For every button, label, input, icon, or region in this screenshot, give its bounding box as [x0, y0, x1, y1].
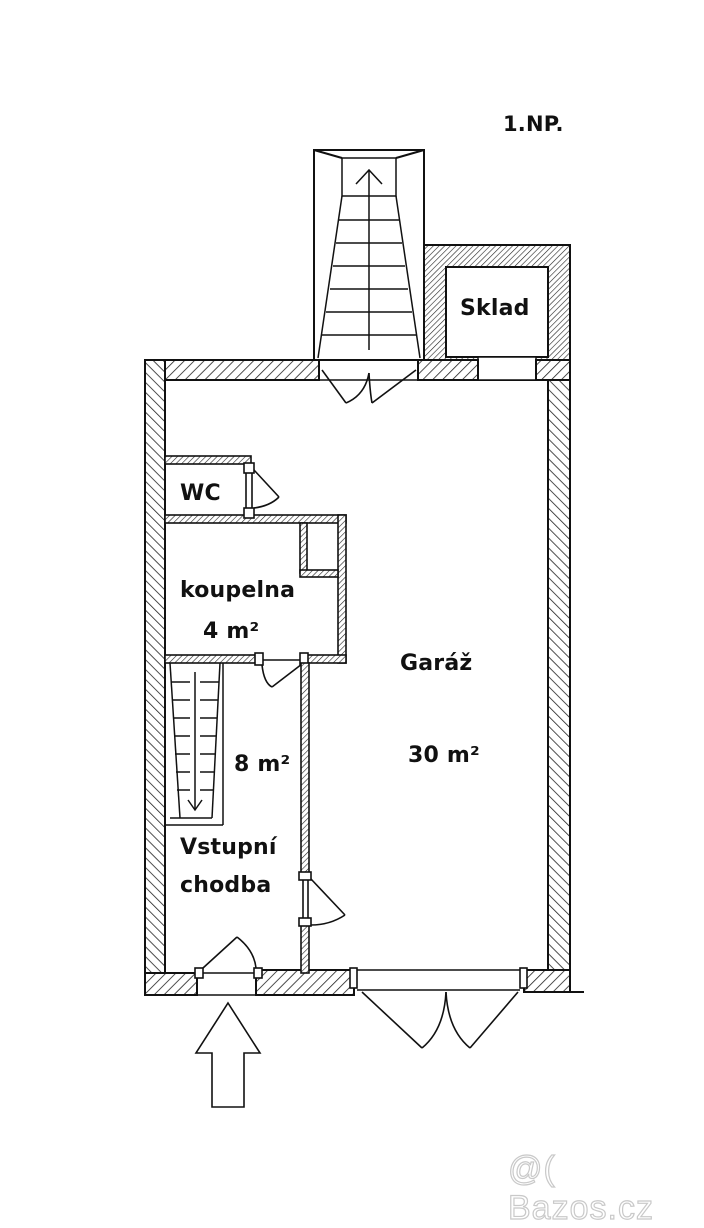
stairs-up — [313, 149, 425, 361]
garage-double-door — [349, 967, 528, 1049]
room-label-sklad: Sklad — [460, 296, 530, 321]
room-area-koupelna: 4 m² — [203, 619, 260, 644]
sklad-walls — [423, 244, 571, 381]
floor-label: 1.NP. — [503, 112, 564, 136]
exterior-walls — [144, 359, 584, 996]
room-label-garaz: Garáž — [400, 651, 473, 676]
room-area-chodba: 8 m² — [234, 752, 291, 777]
top-double-door — [319, 369, 418, 404]
room-label-wc: WC — [180, 481, 221, 506]
room-label-koupelna: koupelna — [180, 578, 296, 603]
watermark: @( Bazos.cz — [507, 1149, 654, 1227]
stairs-down — [165, 662, 224, 826]
entrance-door — [194, 936, 263, 996]
koupelna-walls — [164, 514, 347, 688]
chodba-garage-wall — [298, 662, 346, 974]
room-label-chodba-1: Vstupní — [180, 835, 277, 860]
room-label-chodba-2: chodba — [180, 873, 272, 898]
entrance-arrow-icon — [194, 1001, 262, 1108]
floor-plan — [144, 149, 584, 1108]
room-area-garaz: 30 m² — [408, 743, 480, 768]
